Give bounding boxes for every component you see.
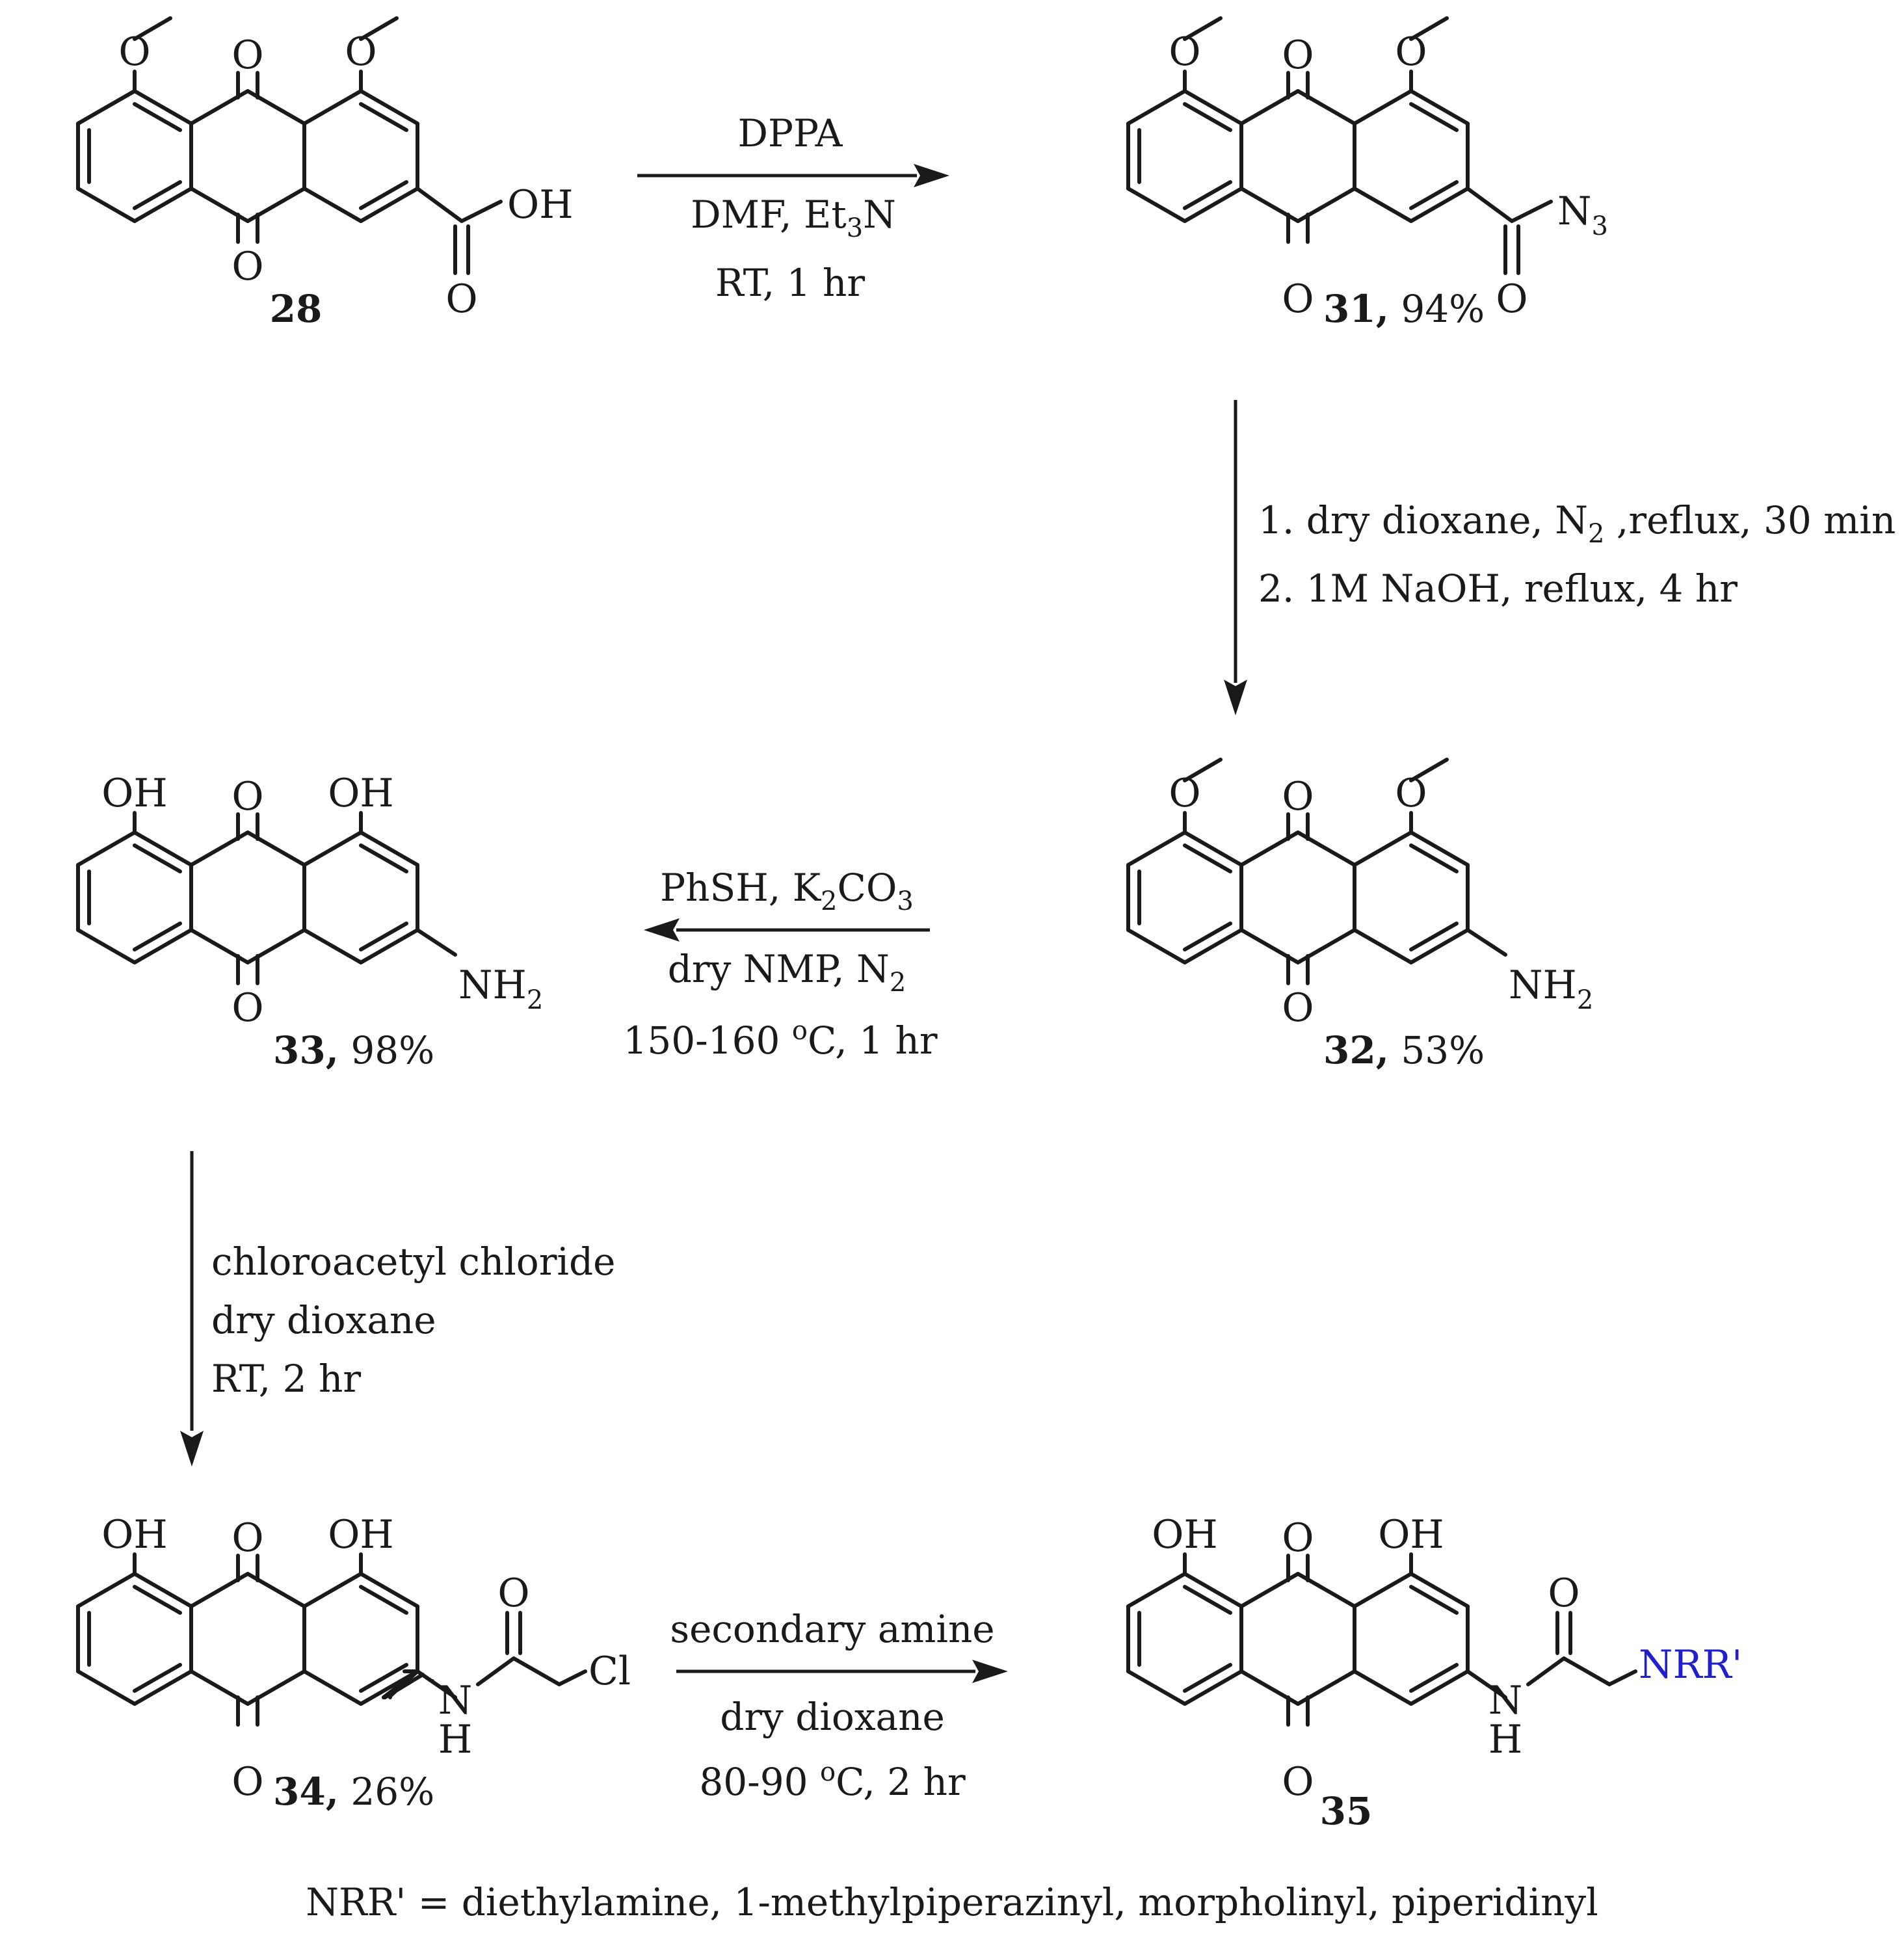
c35-hydroxyl-right: OH <box>1378 1512 1444 1558</box>
compound-31-label: 31, 94% <box>1323 287 1485 331</box>
c35-amide-h: H <box>1488 1717 1522 1762</box>
c35-nrr-group: NRR' <box>1639 1642 1742 1688</box>
step3-reagents: PhSH, K2CO3 <box>660 866 914 916</box>
c33-hydroxyl-right: OH <box>328 771 394 816</box>
c32-methoxy-o-right: O <box>1395 771 1427 816</box>
step4-conditions: RT, 2 hr <box>211 1357 361 1401</box>
c35-carbonyl-o-top: O <box>1282 1515 1314 1561</box>
compound-31-structure: O O O O N3 O 31, 94% <box>1126 16 1608 331</box>
c28-carbonyl-o-top: O <box>231 33 263 78</box>
c28-methoxy-o-left: O <box>118 29 150 75</box>
c33-carbonyl-o-top: O <box>231 774 263 819</box>
compound-33-structure: OH O OH O NH2 33, 98% <box>76 771 543 1072</box>
step1-conditions: RT, 1 hr <box>715 261 865 305</box>
c31-methoxy-o-right: O <box>1395 29 1427 75</box>
step5-arrow <box>676 1660 1008 1683</box>
c34-amide-o: O <box>497 1571 529 1616</box>
c35-hydroxyl-left: OH <box>1152 1512 1218 1558</box>
c34-amide-h: H <box>438 1717 472 1762</box>
step3-arrow <box>644 918 930 942</box>
c34-hydroxyl-left: OH <box>101 1512 168 1558</box>
compound-33-label: 33, 98% <box>273 1028 434 1072</box>
c35-carbonyl-o-bottom: O <box>1282 1759 1314 1805</box>
c32-amine: NH2 <box>1509 962 1593 1015</box>
step5-solvent: dry dioxane <box>720 1695 945 1739</box>
step2-arrow <box>1224 400 1247 715</box>
c32-methoxy-o-left: O <box>1169 771 1200 816</box>
c28-hydroxyl: OH <box>507 182 574 228</box>
c31-azide: N3 <box>1557 189 1608 241</box>
c33-hydroxyl-left: OH <box>101 771 168 816</box>
step3-conditions: 150-160 oC, 1 hr <box>623 1016 937 1063</box>
c28-carbonyl-o-bottom: O <box>231 244 263 289</box>
step4-solvent: dry dioxane <box>211 1298 436 1342</box>
c31-methoxy-o-left: O <box>1169 29 1200 75</box>
step5-reagent: secondary amine <box>670 1607 994 1651</box>
compound-35-structure: OH O OH O O N H NRR' 35 <box>1126 1512 1742 1833</box>
step3-solvent: dry NMP, N2 <box>668 947 906 998</box>
c28-acid-carbonyl-o: O <box>445 276 477 322</box>
c32-carbonyl-o-top: O <box>1282 774 1314 819</box>
compound-34-structure: OH O OH O O N H Cl 34, 26% <box>76 1512 631 1814</box>
compound-28-structure: O O O O OH O 28 <box>76 16 574 331</box>
c33-amine: NH2 <box>458 962 543 1015</box>
step2-line2: 2. 1M NaOH, reflux, 4 hr <box>1258 566 1738 611</box>
c34-carbonyl-o-bottom: O <box>231 1759 263 1805</box>
c35-amide-o: O <box>1548 1571 1580 1616</box>
c34-carbonyl-o-top: O <box>231 1515 263 1561</box>
step5-conditions: 80-90 oC, 2 hr <box>699 1757 966 1804</box>
step1-arrow <box>637 164 949 187</box>
c34-chloride: Cl <box>588 1649 631 1694</box>
c34-amide-n: N <box>438 1678 473 1723</box>
nrr-footnote: NRR' = diethylamine, 1-methylpiperazinyl… <box>306 1880 1598 1924</box>
step4-reagent: chloroacetyl chloride <box>211 1240 615 1284</box>
step1-solvent: DMF, Et3N <box>691 192 896 243</box>
c28-methoxy-o-right: O <box>345 29 377 75</box>
step1-reagent: DPPA <box>737 111 843 155</box>
c31-acyl-o: O <box>1496 276 1527 322</box>
c31-carbonyl-o-bottom: O <box>1282 276 1314 322</box>
compound-28-label: 28 <box>270 287 323 331</box>
c31-carbonyl-o-top: O <box>1282 33 1314 78</box>
c34-hydroxyl-right: OH <box>328 1512 394 1558</box>
compound-34-label: 34, 26% <box>273 1770 434 1814</box>
c35-amide-n: N <box>1488 1678 1523 1723</box>
c32-carbonyl-o-bottom: O <box>1282 985 1314 1031</box>
step4-arrow <box>180 1151 204 1467</box>
compound-32-label: 32, 53% <box>1323 1028 1485 1072</box>
step2-line1: 1. dry dioxane, N2 ,reflux, 30 min <box>1258 498 1896 549</box>
compound-32-structure: O O O O NH2 32, 53% <box>1126 758 1593 1072</box>
compound-35-label: 35 <box>1320 1789 1373 1833</box>
c33-carbonyl-o-bottom: O <box>231 985 263 1031</box>
